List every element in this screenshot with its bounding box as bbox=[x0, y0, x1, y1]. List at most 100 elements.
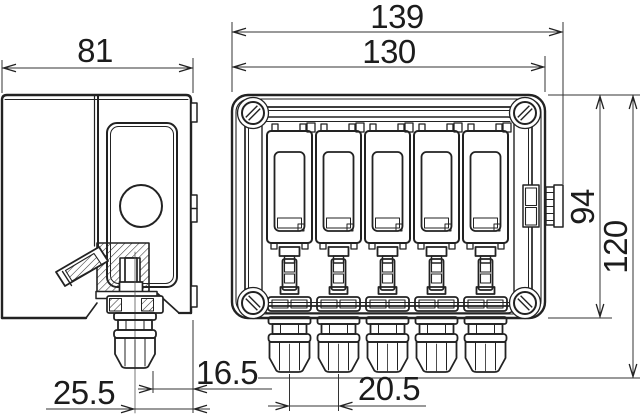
cover-outline bbox=[365, 296, 410, 312]
module-hinge-pin bbox=[466, 242, 474, 250]
fuse-module bbox=[266, 122, 316, 250]
module-housing bbox=[413, 130, 460, 244]
module-label-band bbox=[326, 217, 351, 229]
dim-label-gland-pitch: 20.5 bbox=[358, 370, 420, 407]
module-housing bbox=[462, 130, 509, 244]
module-notch bbox=[297, 223, 305, 232]
module-label-band bbox=[375, 217, 400, 229]
gland-neck-facets bbox=[329, 323, 348, 335]
module-housing bbox=[315, 130, 362, 244]
module-window bbox=[322, 151, 355, 232]
gland-neck bbox=[369, 323, 406, 335]
module-top-tab bbox=[271, 123, 279, 132]
bottom-cover-group bbox=[463, 296, 508, 312]
bottom-cover-group bbox=[316, 296, 361, 312]
gland-nut-facets bbox=[124, 337, 146, 367]
lever-detail bbox=[381, 262, 394, 273]
gland-nut-facets bbox=[475, 341, 496, 371]
bracket-arm-tip-line bbox=[61, 270, 73, 287]
lever-detail bbox=[479, 273, 492, 284]
gland-locknut-section-l bbox=[109, 298, 122, 312]
fuse-module bbox=[462, 122, 512, 250]
screw-slot bbox=[245, 105, 261, 121]
gland-neck-facets bbox=[378, 323, 397, 335]
lever-body bbox=[330, 258, 347, 291]
cover-cell bbox=[388, 299, 406, 309]
cover-cell bbox=[486, 299, 504, 309]
gland-nut-facets bbox=[426, 341, 447, 371]
dim-label-overall-width: 139 bbox=[370, 0, 424, 35]
side-rail-tabs bbox=[190, 102, 198, 308]
module-top-tab bbox=[495, 123, 503, 132]
terminal-lever bbox=[376, 246, 399, 295]
dim-label-gland-edge-offset: 16.5 bbox=[196, 354, 258, 391]
ext-lines bbox=[1, 22, 640, 413]
module-top-tab bbox=[418, 123, 426, 132]
side-body-outline bbox=[0, 93, 193, 320]
module-housing bbox=[364, 130, 411, 244]
front-enclosure-inner bbox=[235, 98, 542, 315]
corner-screw bbox=[236, 286, 270, 320]
cover-outline bbox=[414, 296, 459, 312]
terminal-lever bbox=[278, 246, 301, 295]
module-hinge-pin bbox=[301, 242, 309, 250]
dim-label-side-width: 81 bbox=[77, 32, 113, 69]
module-notch bbox=[444, 223, 452, 232]
module-top-tab bbox=[299, 123, 307, 132]
module-top-tab bbox=[446, 123, 454, 132]
terminal-lever bbox=[425, 246, 448, 295]
gland-ring bbox=[267, 333, 312, 343]
lever-base bbox=[328, 286, 349, 295]
gland-nut-facets bbox=[279, 341, 300, 371]
cover-cell bbox=[467, 299, 485, 309]
lever-detail bbox=[381, 273, 394, 284]
lever-body bbox=[281, 258, 298, 291]
module-notch bbox=[346, 223, 354, 232]
fuse-module bbox=[364, 122, 414, 250]
dim-label-overall-height: 120 bbox=[597, 220, 634, 274]
module-hinge-pin bbox=[497, 242, 505, 250]
lever-detail bbox=[430, 262, 443, 273]
side-view bbox=[0, 93, 198, 414]
lever-detail bbox=[283, 262, 296, 273]
lever-flange bbox=[474, 246, 497, 257]
lever-detail bbox=[479, 262, 492, 273]
module-top-tab bbox=[404, 122, 414, 133]
corner-screw bbox=[508, 96, 542, 130]
bottom-cover-group bbox=[267, 296, 312, 312]
screw-head bbox=[241, 291, 265, 315]
terminal-lever bbox=[474, 246, 497, 295]
side-inspection-window bbox=[119, 184, 163, 228]
gland-neck bbox=[320, 323, 357, 335]
front-enclosure-outline bbox=[230, 93, 547, 320]
module-top-tab bbox=[348, 123, 356, 132]
bottom-cover-group bbox=[414, 296, 459, 312]
lever-base bbox=[279, 286, 300, 295]
terminal-lever bbox=[327, 246, 350, 295]
lever-flange bbox=[425, 246, 448, 257]
cover-cell bbox=[271, 299, 289, 309]
cable-gland bbox=[267, 316, 312, 373]
module-hinge-pin bbox=[448, 242, 456, 250]
module-top-tab bbox=[467, 123, 475, 132]
lever-flange bbox=[376, 246, 399, 257]
side-cable-gland bbox=[113, 312, 157, 369]
gland-ring bbox=[365, 333, 410, 343]
screw-slot bbox=[245, 295, 261, 311]
side-terminal-connector bbox=[522, 184, 564, 228]
dim-label-body-height: 94 bbox=[564, 189, 601, 225]
screw-head bbox=[513, 291, 537, 315]
cover-cell bbox=[339, 299, 357, 309]
bottom-cover-group bbox=[365, 296, 410, 312]
cover-cell bbox=[320, 299, 338, 309]
module-notch bbox=[395, 223, 403, 232]
gland-neck-facets bbox=[280, 323, 299, 335]
screw-head bbox=[513, 101, 537, 125]
dim-label-gland-center-to-edge: 25.5 bbox=[53, 374, 115, 411]
gland-nut-body bbox=[114, 337, 156, 369]
cover-outline bbox=[267, 296, 312, 312]
gland-ring bbox=[316, 333, 361, 343]
cover-cell bbox=[418, 299, 436, 309]
lever-base bbox=[475, 286, 496, 295]
